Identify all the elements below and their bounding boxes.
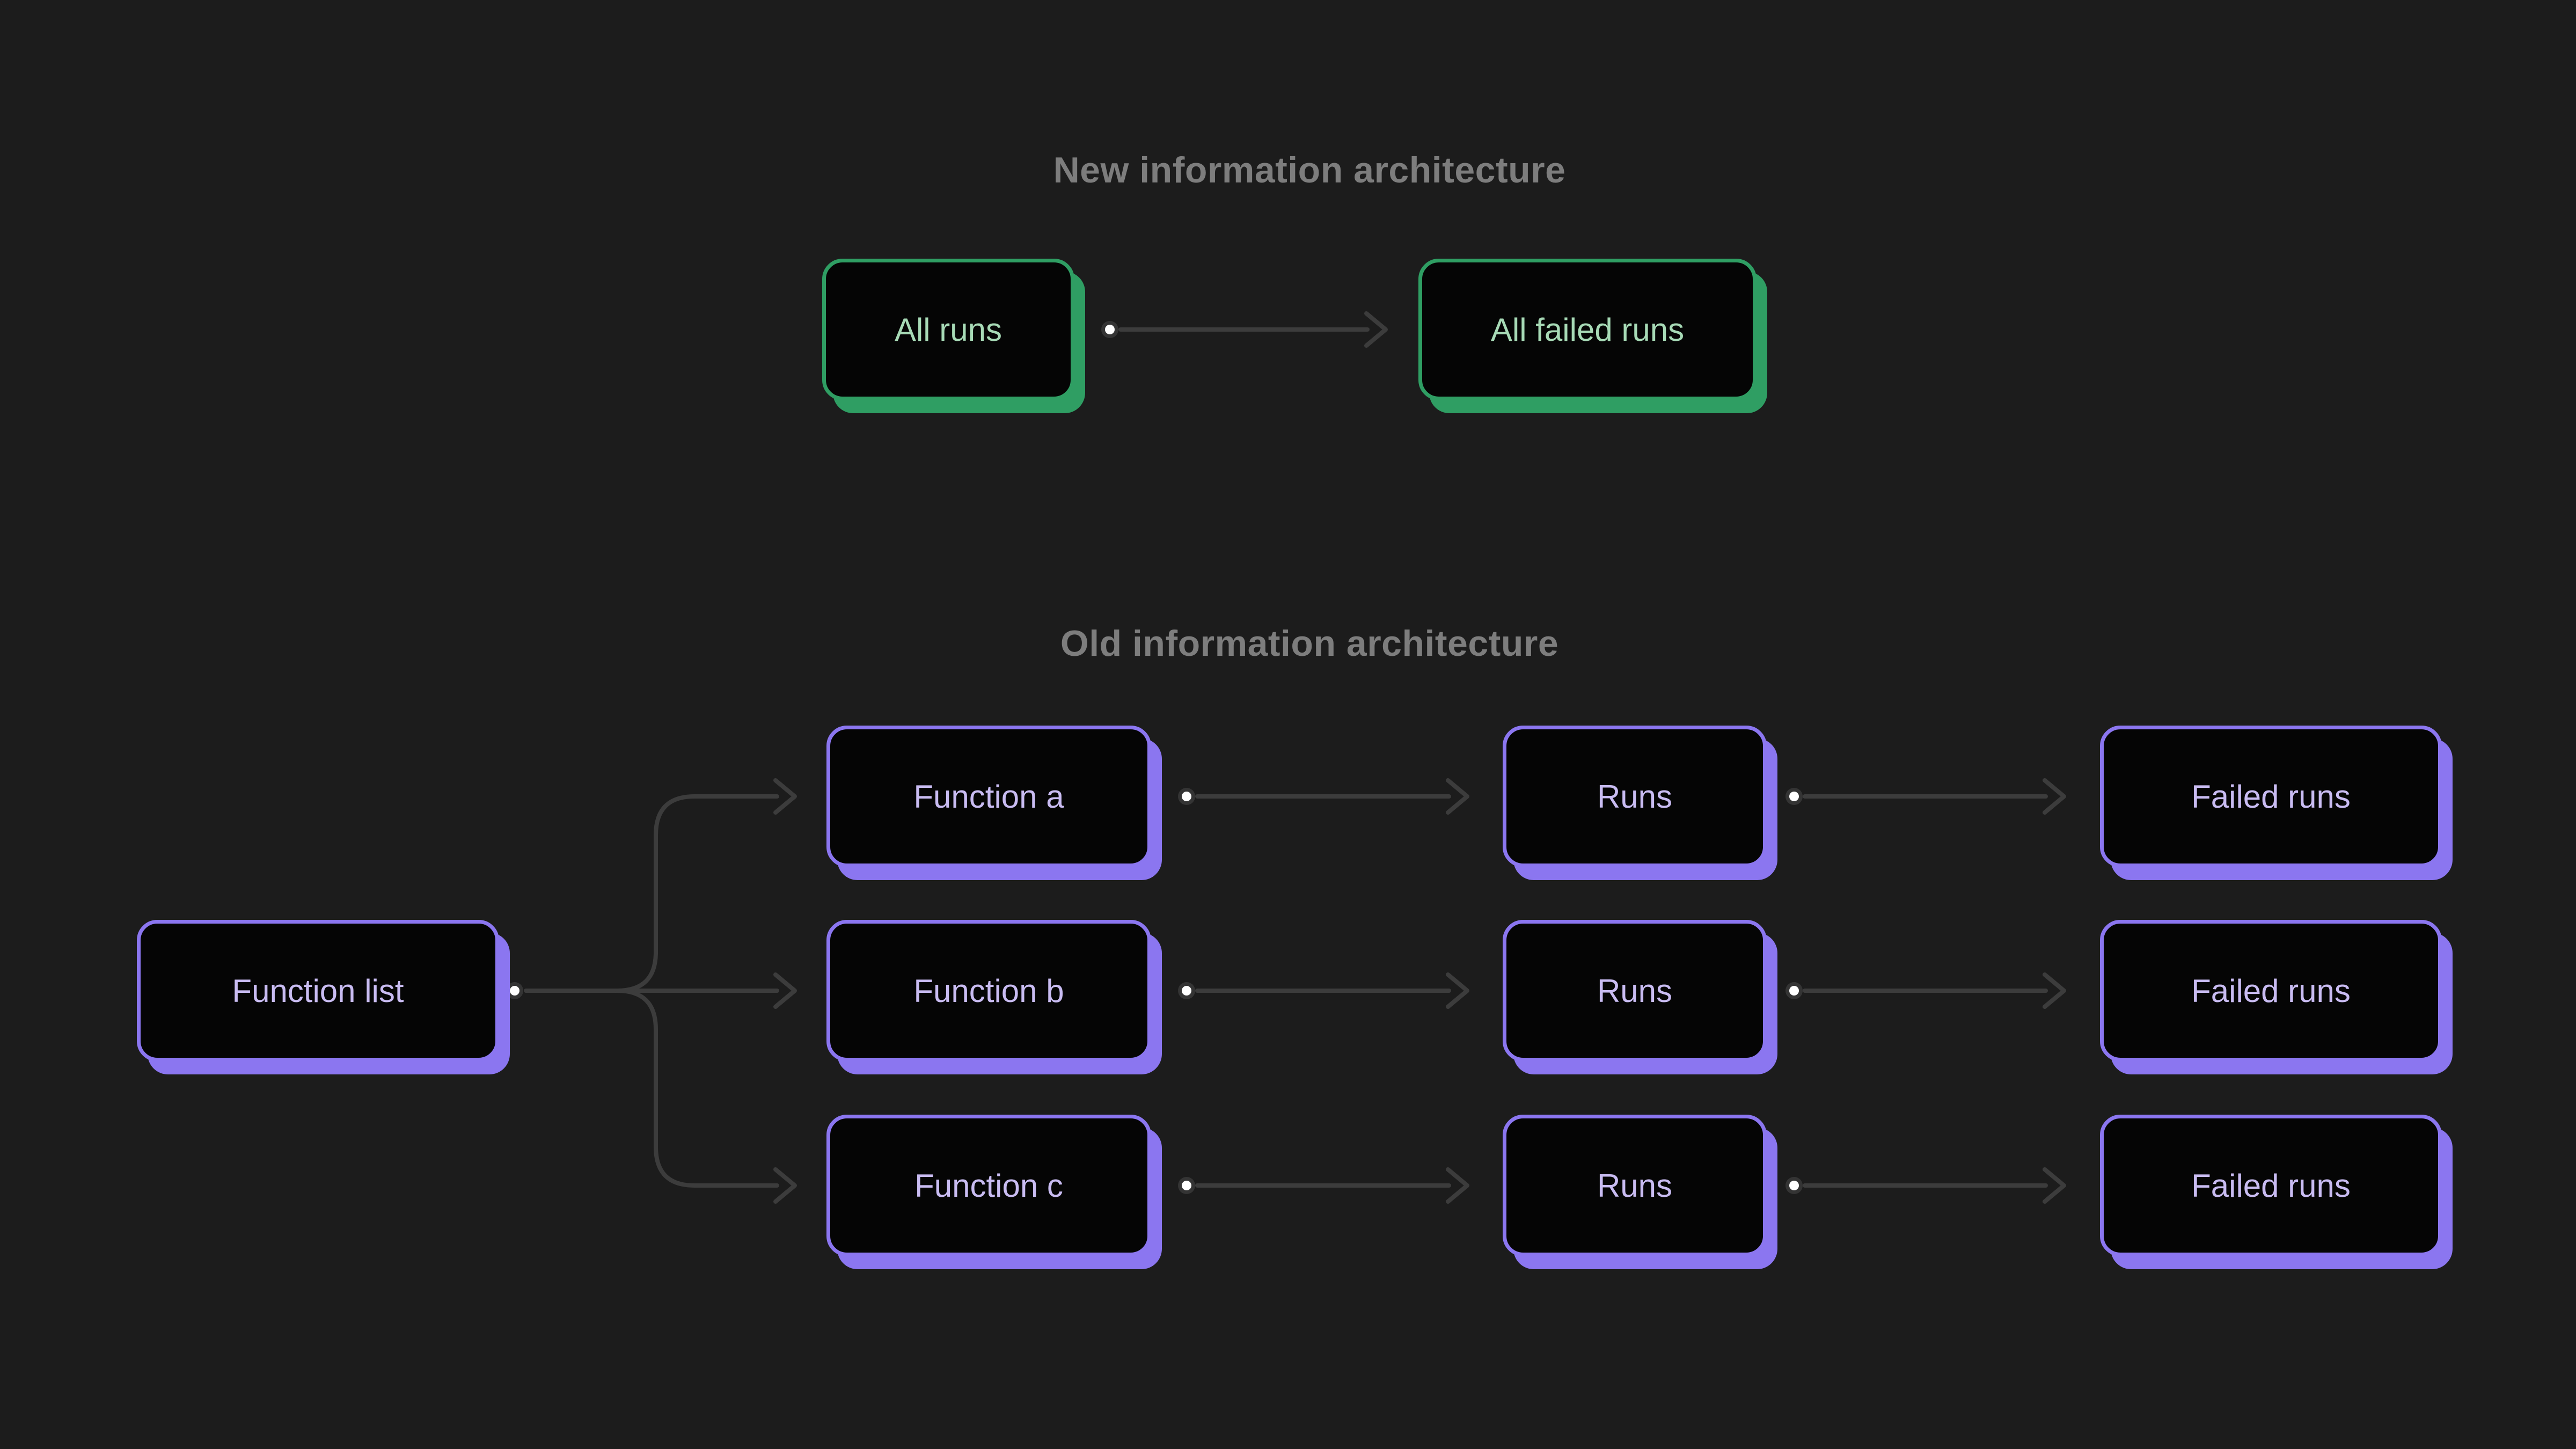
edge-function-a-to-runs [1195,778,1469,815]
arrow-head-icon [773,972,797,1009]
node-runs-b: Runs [1503,920,1767,1062]
node-function-list-label: Function list [232,972,404,1009]
node-failed-runs-c: Failed runs [2100,1115,2442,1256]
node-failed-runs-a: Failed runs [2100,726,2442,867]
edge-runs-c-to-failed-runs [1803,1167,2066,1204]
node-function-a: Function a [826,726,1151,867]
arrow-head-icon [773,778,797,815]
arrow-head-icon [2043,972,2066,1009]
edge-runs-b-to-failed-runs [1803,972,2066,1009]
node-runs-c: Runs [1503,1115,1767,1256]
node-function-b: Function b [826,920,1151,1062]
node-function-a-label: Function a [913,778,1064,815]
dot-function-a-output [1178,788,1195,805]
dot-all-runs-output [1101,321,1118,338]
node-failed-runs-a-label: Failed runs [2191,778,2351,815]
node-runs-a-label: Runs [1597,778,1673,815]
connector-dots [506,321,1803,1194]
node-runs-b-label: Runs [1597,972,1673,1009]
arrow-head-icon [2043,778,2066,815]
edge-function-list-to-function-a [615,778,797,993]
node-runs-a: Runs [1503,726,1767,867]
arrow-head-icon [2043,1167,2066,1204]
new-architecture-title: New information architecture [1053,150,1566,191]
edge-runs-a-to-failed-runs [1803,778,2066,815]
arrow-head-icon [1446,972,1469,1009]
node-function-list: Function list [137,920,499,1062]
arrow-head-icon [1446,778,1469,815]
node-failed-runs-b: Failed runs [2100,920,2442,1062]
node-function-c-label: Function c [914,1167,1063,1204]
arrow-head-icon [1364,311,1388,348]
node-all-runs-label: All runs [894,311,1002,348]
node-failed-runs-b-label: Failed runs [2191,972,2351,1009]
edge-function-c-to-runs [1195,1167,1469,1204]
edge-function-list-to-function-b [524,972,797,1009]
dot-function-c-output [1178,1177,1195,1194]
dot-runs-c-output [1785,1177,1803,1194]
node-failed-runs-c-label: Failed runs [2191,1167,2351,1204]
edge-function-b-to-runs [1195,972,1469,1009]
node-all-failed-runs-label: All failed runs [1490,311,1685,348]
old-architecture-title: Old information architecture [1060,623,1559,664]
edge-all-runs-to-all-failed-runs [1118,311,1388,348]
node-function-b-label: Function b [913,972,1064,1009]
node-all-failed-runs: All failed runs [1418,259,1757,400]
dot-runs-b-output [1785,982,1803,999]
node-runs-c-label: Runs [1597,1167,1673,1204]
arrow-head-icon [773,1167,797,1204]
dot-runs-a-output [1785,788,1803,805]
node-function-c: Function c [826,1115,1151,1256]
dot-function-b-output [1178,982,1195,999]
arrow-head-icon [1446,1167,1469,1204]
edge-function-list-to-function-c [615,989,797,1204]
dot-function-list-output [506,982,523,999]
node-all-runs: All runs [822,259,1074,400]
